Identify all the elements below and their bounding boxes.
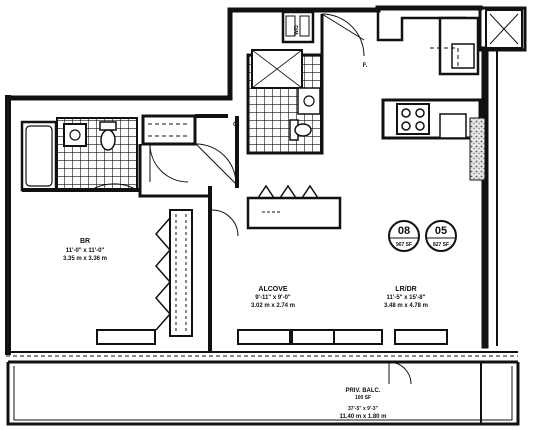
bathroom-center — [246, 10, 324, 155]
kitchen — [376, 9, 523, 181]
room-name-lrdr: LR/DR — [395, 286, 416, 293]
label-f: F. — [363, 63, 368, 69]
exterior-walls — [5, 5, 527, 355]
unit-sub-08: 907 SF — [396, 242, 412, 248]
range — [396, 103, 430, 135]
wd-closet — [281, 10, 315, 44]
vanity — [297, 87, 321, 115]
hallway-walls — [138, 116, 239, 352]
entry-door — [320, 13, 365, 57]
room-dims-balcony-imperial: 37'-5" x 9'-3" — [348, 406, 379, 412]
bedroom-closet — [155, 209, 193, 337]
room-dims-br-metric: 3.35 m x 3.36 m — [63, 256, 107, 262]
unit-number-05: 05 — [435, 225, 447, 237]
bathroom-left — [20, 117, 140, 192]
stone-column — [469, 117, 486, 181]
kitchen-sink — [451, 43, 475, 69]
room-dims-alcove-metric: 3.02 m x 2.74 m — [251, 303, 295, 309]
label-wd: W/D — [294, 25, 300, 35]
label-c: C. — [233, 122, 239, 128]
room-label-lrdr: LR/DR 11'-5" x 15'-8" 3.48 m x 4.78 m — [384, 286, 428, 309]
room-dims-lrdr-imperial: 11'-5" x 15'-8" — [387, 295, 426, 301]
toilet — [99, 121, 117, 131]
room-dims-balcony-metric: 11.40 m x 1.80 m — [339, 414, 386, 420]
room-label-balcony: PRIV. BALC. 100 SF 37'-5" x 9'-3" 11.40 … — [339, 388, 386, 420]
windows — [96, 329, 448, 345]
room-dims-lrdr-metric: 3.48 m x 4.78 m — [384, 303, 428, 309]
sink — [63, 123, 87, 147]
room-name-alcove: ALCOVE — [258, 286, 288, 293]
room-label-br: BR 11'-0" x 11'-0" 3.35 m x 3.36 m — [63, 238, 107, 262]
bathtub — [20, 120, 58, 192]
room-label-alcove: ALCOVE 9'-11" x 9'-0" 3.02 m x 2.74 m — [251, 286, 295, 309]
room-name-balcony: PRIV. BALC. — [345, 388, 380, 394]
room-dims-br-imperial: 11'-0" x 11'-0" — [66, 248, 105, 254]
balcony-rail — [6, 351, 520, 426]
hall-closet — [141, 114, 237, 185]
room-area-balcony: 100 SF — [355, 395, 371, 401]
unit-number-08: 08 — [398, 225, 410, 237]
unit-sub-05: 827 SF — [433, 242, 449, 248]
unit-marker-08: 08 907 SF — [388, 220, 420, 252]
room-dims-alcove-imperial: 9'-11" x 9'-0" — [255, 295, 291, 301]
closet-doors — [155, 217, 171, 331]
room-name-br: BR — [80, 238, 90, 245]
unit-marker-05: 05 827 SF — [425, 220, 457, 252]
wall-cabinet — [246, 184, 342, 230]
